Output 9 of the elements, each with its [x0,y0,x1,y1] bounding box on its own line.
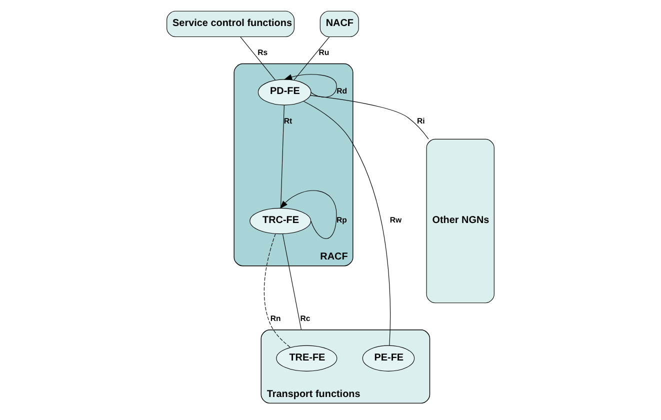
edge-label: Rs [258,48,268,58]
edge-label: Rp [336,215,347,224]
edge-label: Ri [416,116,425,126]
edge-label: Ru [318,48,330,58]
edge-label: Rw [390,215,402,224]
edge-label: Rc [300,314,310,324]
edge-label: Rt [284,116,292,126]
edge-label: Rd [336,86,348,96]
edge-label: Rn [270,314,281,324]
